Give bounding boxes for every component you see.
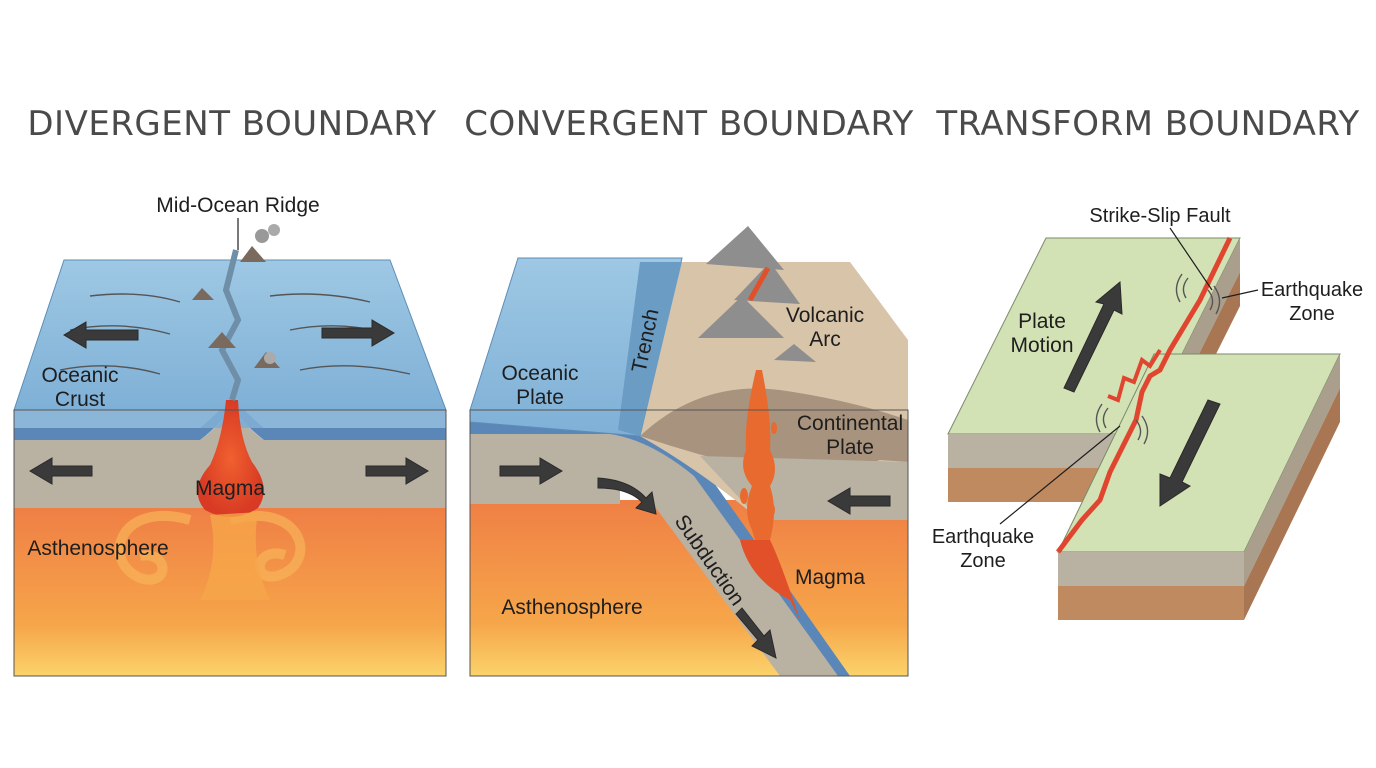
divergent-arrow-bottom-right: [365, 457, 429, 485]
magma-droplet-2: [771, 422, 777, 434]
earthquake-zone-right-label-line1: Earthquake: [1261, 279, 1363, 301]
divergent-rift-crack: [218, 249, 242, 401]
arc-volcano-1: [706, 226, 784, 270]
strike-slip-fault-label: Strike-Slip Fault: [1089, 205, 1231, 227]
convergent-magma-source: [740, 540, 800, 620]
ripple-4: [269, 293, 371, 303]
arc-volcano-3: [698, 296, 784, 338]
plate-motion-label-line2: Motion: [1010, 334, 1073, 357]
subducting-lithosphere: [470, 422, 840, 676]
continental-plate-label-line2: Plate: [826, 436, 874, 459]
quake-wave-6: [1095, 403, 1103, 433]
ridge-volcano-2: [192, 288, 214, 300]
divergent-plume-base: [200, 512, 270, 600]
divergent-frame: [13, 409, 447, 677]
divergent-magma-plume: [197, 400, 264, 518]
earthquake-zone-right-label-line2: Zone: [1289, 303, 1335, 325]
convergent-asthenosphere-label: Asthenosphere: [501, 596, 642, 619]
ripple-3: [59, 365, 161, 375]
divergent-asthenosphere-label: Asthenosphere: [27, 537, 168, 560]
ripple-6: [299, 365, 411, 375]
earthquake-zone-left-label-line1: Earthquake: [932, 526, 1034, 548]
quake-wave-7: [1135, 419, 1142, 441]
divergent-title: DIVERGENT BOUNDARY: [27, 104, 436, 144]
ripple-1: [89, 293, 181, 303]
earthquake-zone-right-leader: [1221, 289, 1259, 299]
divergent-arrow-top-left: [63, 321, 139, 349]
subduction-arrow-lower: [735, 607, 777, 659]
right-block-soil: [1058, 586, 1244, 620]
divergent-crust-band: [14, 394, 446, 440]
arc-volcano-2: [734, 262, 800, 304]
ridge-smoke-2: [268, 224, 280, 236]
transform-title: TRANSFORM BOUNDARY: [935, 104, 1359, 144]
quake-wave-2: [1175, 273, 1183, 303]
fault-jagged-edge: [1107, 348, 1162, 403]
quake-wave-4: [1213, 285, 1221, 315]
divergent-convection-swirl-right: [228, 510, 306, 582]
magma-droplet-3: [769, 504, 775, 516]
oceanic-crust-label-line1: Oceanic: [41, 364, 118, 387]
right-block-lithosphere: [1058, 552, 1244, 586]
arc-lava-flow: [747, 266, 771, 302]
quake-wave-5: [1102, 407, 1109, 429]
divergent-panel: Mid-Ocean Ridge Oceanic Crust Magma Asth…: [13, 194, 447, 677]
quake-wave-8: [1141, 415, 1149, 445]
ridge-smoke-1: [255, 229, 269, 243]
right-block-side: [1244, 354, 1340, 586]
oceanic-crust-label-line2: Crust: [55, 388, 105, 411]
convergent-magma-label: Magma: [795, 566, 865, 589]
divergent-arrow-top-right: [321, 319, 395, 347]
arc-volcano-4: [774, 344, 816, 362]
magma-droplet-1: [740, 488, 748, 504]
divergent-convection-swirl-left: [114, 510, 192, 585]
oceanic-plate-label-line2: Plate: [516, 386, 564, 409]
transform-panel: Strike-Slip Fault Plate Motion Earthquak…: [932, 205, 1363, 620]
convergent-panel: Trench Oceanic Plate Volcanic Arc Contin…: [469, 226, 909, 677]
volcanic-arc-label-line2: Arc: [809, 328, 841, 351]
volcanic-arc-label-line1: Volcanic: [786, 304, 864, 327]
quake-wave-3: [1207, 289, 1214, 311]
convergent-arrow-left: [499, 457, 563, 485]
subduction-arrow-upper: [597, 477, 657, 515]
ridge-volcano-3: [208, 332, 236, 348]
oceanic-plate-label-line1: Oceanic: [501, 362, 578, 385]
divergent-arrow-bottom-left: [29, 457, 93, 485]
ridge-smoke-3: [264, 352, 276, 364]
fault-leader-line: [1169, 227, 1213, 291]
ridge-volcano-1: [240, 246, 266, 262]
left-block-lithosphere: [948, 434, 1142, 468]
trench-wall: [618, 262, 682, 436]
right-block-side-soil: [1244, 388, 1340, 620]
continental-plate-label-line1: Continental: [797, 412, 903, 435]
earthquake-zone-left-label-line2: Zone: [960, 550, 1006, 572]
mid-ocean-ridge-label: Mid-Ocean Ridge: [156, 194, 319, 217]
plate-motion-label-line1: Plate: [1018, 310, 1066, 333]
convergent-frame: [469, 409, 909, 677]
strike-slip-fault-line: [1056, 236, 1233, 554]
earthquake-zone-left-leader: [999, 425, 1121, 525]
plate-motion-arrow-down: [1159, 399, 1221, 507]
convergent-magma-column: [743, 370, 775, 548]
quake-wave-1: [1182, 277, 1189, 299]
convergent-arrow-right: [827, 487, 891, 515]
convergent-title: CONVERGENT BOUNDARY: [464, 104, 914, 144]
plate-motion-arrow-up: [1063, 280, 1123, 393]
divergent-magma-label: Magma: [195, 477, 265, 500]
